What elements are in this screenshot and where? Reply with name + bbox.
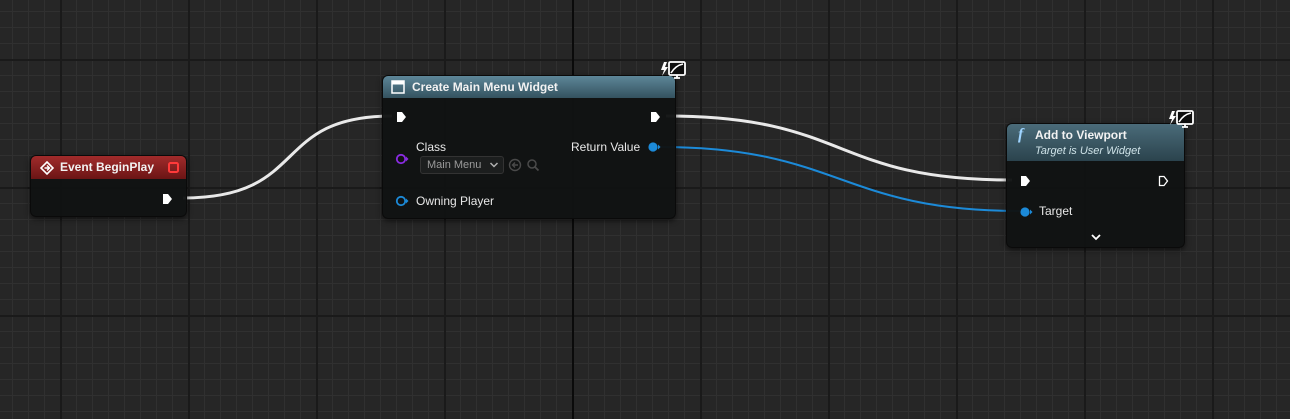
client-only-icon	[661, 61, 686, 79]
object-wire-return-to-target[interactable]	[659, 146, 1021, 212]
exec-wire-beginplay-to-create[interactable]	[182, 114, 393, 200]
class-select-value: Main Menu	[427, 159, 482, 171]
target-label: Target	[1039, 204, 1073, 218]
class-pin[interactable]	[395, 153, 409, 165]
client-only-icon	[1169, 110, 1194, 128]
exec-output-pin[interactable]	[162, 193, 173, 205]
event-beginplay-title: Event BeginPlay	[60, 160, 155, 174]
exec-input-pin[interactable]	[1020, 175, 1031, 187]
chevron-down-icon	[489, 162, 499, 168]
add-to-viewport-title: Add to Viewport	[1035, 128, 1127, 142]
event-beginplay-header[interactable]: Event BeginPlay	[31, 156, 186, 179]
create-widget-header[interactable]: Create Main Menu Widget	[383, 76, 675, 98]
add-to-viewport-subtitle: Target is User Widget	[1035, 145, 1141, 157]
class-select[interactable]: Main Menu	[420, 156, 504, 174]
create-widget-title: Create Main Menu Widget	[412, 80, 558, 94]
exec-output-pin[interactable]	[1158, 175, 1169, 187]
owning-player-label: Owning Player	[416, 194, 495, 208]
add-to-viewport-node[interactable]: f Add to Viewport Target is User Widget …	[1006, 123, 1185, 248]
event-beginplay-node[interactable]: Event BeginPlay	[30, 155, 187, 217]
create-widget-node[interactable]: Create Main Menu Widget Class Main Menu …	[382, 75, 676, 219]
return-value-label: Return Value	[571, 140, 641, 154]
event-diamond-icon	[40, 161, 54, 175]
delegate-pin-icon[interactable]	[168, 162, 179, 173]
owning-player-pin[interactable]	[395, 195, 409, 207]
browse-arrow-icon[interactable]	[508, 158, 522, 172]
add-to-viewport-header[interactable]: f Add to Viewport Target is User Widget	[1007, 124, 1184, 161]
target-pin[interactable]	[1019, 206, 1033, 218]
exec-input-pin[interactable]	[396, 111, 407, 123]
return-value-pin[interactable]	[647, 141, 661, 153]
function-icon: f	[1018, 126, 1024, 143]
magnifier-icon[interactable]	[526, 158, 540, 172]
advanced-expand-icon[interactable]	[1090, 232, 1102, 242]
class-label: Class	[416, 140, 447, 154]
exec-output-pin[interactable]	[650, 111, 661, 123]
widget-window-icon	[391, 80, 405, 94]
exec-wire-create-to-viewport[interactable]	[665, 114, 1013, 182]
